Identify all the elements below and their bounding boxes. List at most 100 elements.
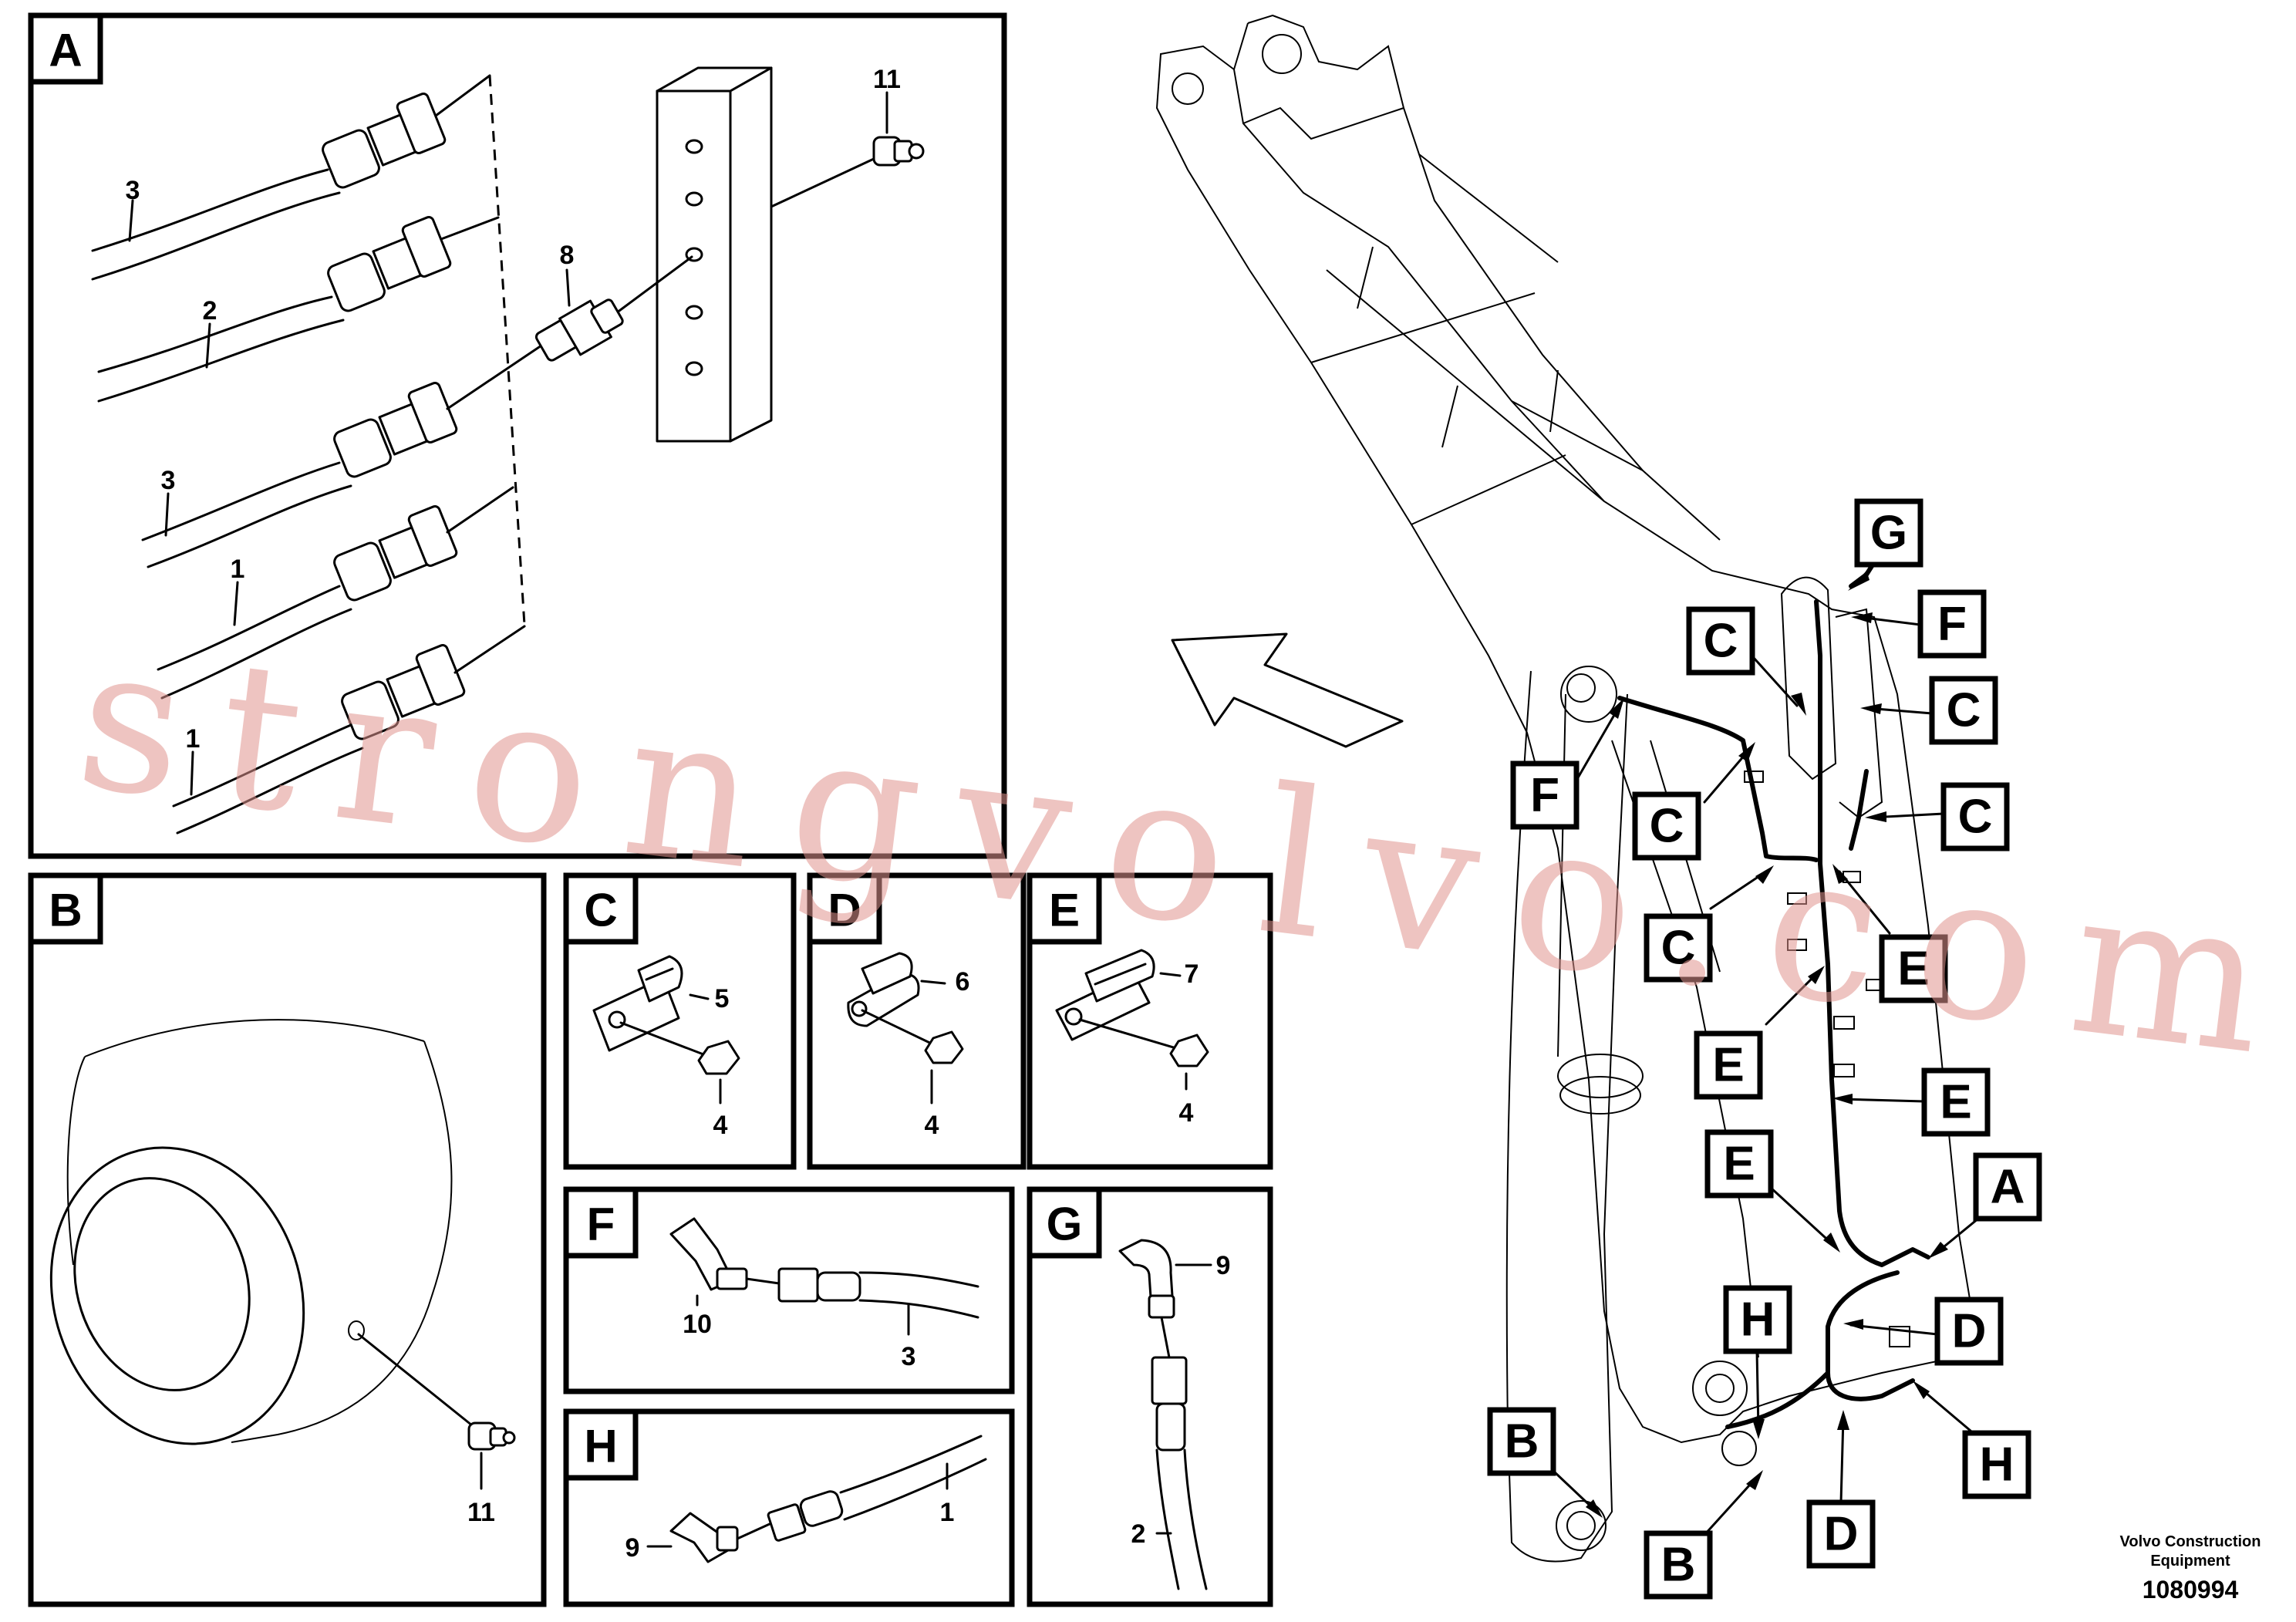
panel-e-frame xyxy=(1027,872,1273,1170)
panel-f-frame xyxy=(563,1186,1015,1394)
label-e4: 4 xyxy=(1179,1098,1194,1128)
callout-f-top-right-letter: F xyxy=(1937,598,1967,651)
hose-3-middle xyxy=(141,344,543,568)
label-a1-upper: 1 xyxy=(231,555,245,584)
label-f10: 10 xyxy=(683,1310,712,1339)
label-a1-lower: 1 xyxy=(186,724,201,754)
doc-number: 1080994 xyxy=(2143,1576,2239,1603)
callout-f-left xyxy=(1510,760,1580,830)
panel-b: B 11 xyxy=(28,872,547,1607)
panel-c: C 5 4 xyxy=(563,872,797,1170)
label-h1: 1 xyxy=(940,1498,955,1527)
panel-b-letter: B xyxy=(49,885,82,936)
panel-c-letter: C xyxy=(584,885,617,936)
panel-e: E 7 4 xyxy=(1027,872,1273,1170)
elbow-10 xyxy=(669,1217,781,1291)
panel-g-frame xyxy=(1027,1186,1273,1607)
callout-e-right-2 xyxy=(1921,1067,1991,1137)
panel-g-tag xyxy=(1027,1186,1102,1259)
callout-b-bottom xyxy=(1644,1530,1713,1600)
elbow-h9 xyxy=(669,1512,773,1563)
callout-g-top xyxy=(1854,498,1923,568)
grease-nipple-b11 xyxy=(357,1333,516,1451)
callout-g-top-letter: G xyxy=(1870,507,1907,560)
callout-a-right-letter: A xyxy=(1991,1161,2025,1214)
bolt-e4 xyxy=(1078,1018,1209,1067)
elbow-g9 xyxy=(1118,1239,1175,1319)
adapter-8 xyxy=(534,255,693,362)
hose-1-upper xyxy=(157,486,514,700)
callout-c-right-1-letter: C xyxy=(1947,684,1981,737)
clamp-5 xyxy=(592,955,683,1052)
panel-h: H 9 1 xyxy=(563,1408,1015,1607)
label-g9: 9 xyxy=(1216,1251,1231,1280)
boom-overview xyxy=(1155,14,1976,1563)
callout-h-right-letter: H xyxy=(1980,1438,2014,1492)
panel-a-letter: A xyxy=(49,25,82,76)
boom-foot-sketch xyxy=(49,1019,453,1445)
callout-e-right-2-letter: E xyxy=(1940,1076,1971,1129)
panel-d-letter: D xyxy=(828,885,861,936)
leader-a3-mid xyxy=(164,492,170,537)
panel-d-tag xyxy=(807,872,882,945)
callout-c-left-2-letter: C xyxy=(1661,922,1696,975)
panel-f: F 10 3 xyxy=(563,1186,1015,1394)
callout-c-right-1 xyxy=(1929,676,1998,745)
panel-c-frame xyxy=(563,872,797,1170)
dashed-guide-line xyxy=(488,75,526,626)
callout-d-right-letter: D xyxy=(1952,1305,1987,1358)
label-e7: 7 xyxy=(1185,959,1199,989)
callout-h-left xyxy=(1723,1285,1792,1354)
callout-f-left-letter: F xyxy=(1530,769,1559,822)
leader-c5 xyxy=(689,993,710,1000)
panel-e-tag xyxy=(1027,872,1102,945)
label-f3: 3 xyxy=(902,1342,916,1371)
hose-f3 xyxy=(777,1267,979,1319)
footer: Volvo Construction Equipment 1080994 xyxy=(2120,1533,2261,1603)
hose-2 xyxy=(97,215,500,403)
leader-a8 xyxy=(565,268,571,307)
label-c4: 4 xyxy=(713,1111,728,1140)
callout-c-left-2 xyxy=(1644,913,1713,983)
label-d4: 4 xyxy=(925,1111,939,1140)
leader-a3-top xyxy=(128,199,134,242)
panel-e-letter: E xyxy=(1049,885,1080,936)
panel-f-tag xyxy=(563,1186,639,1259)
callout-f-top-right xyxy=(1917,589,1987,659)
label-h9: 9 xyxy=(625,1533,640,1563)
callout-c-right-2-letter: C xyxy=(1958,791,1993,844)
callout-c-top-left-letter: C xyxy=(1704,615,1738,668)
bolt-d4 xyxy=(861,1009,964,1064)
callout-d-right xyxy=(1934,1297,2004,1366)
label-a2: 2 xyxy=(203,296,217,325)
hose-1-lower xyxy=(172,625,526,835)
hose-g2 xyxy=(1151,1316,1208,1590)
callout-h-left-letter: H xyxy=(1741,1293,1775,1347)
panel-d-frame xyxy=(807,872,1027,1170)
leader-e7 xyxy=(1159,972,1182,977)
panel-a: A 3 2 xyxy=(28,12,1404,859)
panel-a-frame xyxy=(28,12,1007,859)
callout-b-bottom-letter: B xyxy=(1661,1539,1696,1592)
leader-a2 xyxy=(205,322,211,369)
label-d6: 6 xyxy=(956,967,970,996)
callout-b-left xyxy=(1487,1407,1556,1476)
leader-a1-lower xyxy=(190,750,194,796)
label-a11: 11 xyxy=(873,65,901,94)
callout-c-right-2 xyxy=(1940,782,2010,851)
label-a3-mid: 3 xyxy=(161,466,176,495)
panel-b-frame xyxy=(28,872,547,1607)
hose-3-top xyxy=(91,74,491,281)
panel-a-tag xyxy=(28,12,103,85)
brand-line-1: Volvo Construction xyxy=(2120,1533,2261,1550)
callout-d-bottom xyxy=(1806,1499,1876,1569)
direction-arrow xyxy=(1171,632,1404,748)
clamp-7 xyxy=(1055,949,1155,1041)
callout-e-left-1 xyxy=(1694,1030,1763,1100)
callout-e-left-2 xyxy=(1704,1129,1774,1199)
panel-f-letter: F xyxy=(587,1199,615,1250)
callout-d-bottom-letter: D xyxy=(1824,1508,1859,1561)
panel-g-letter: G xyxy=(1047,1199,1083,1250)
callout-e-right-1 xyxy=(1879,934,1948,1003)
